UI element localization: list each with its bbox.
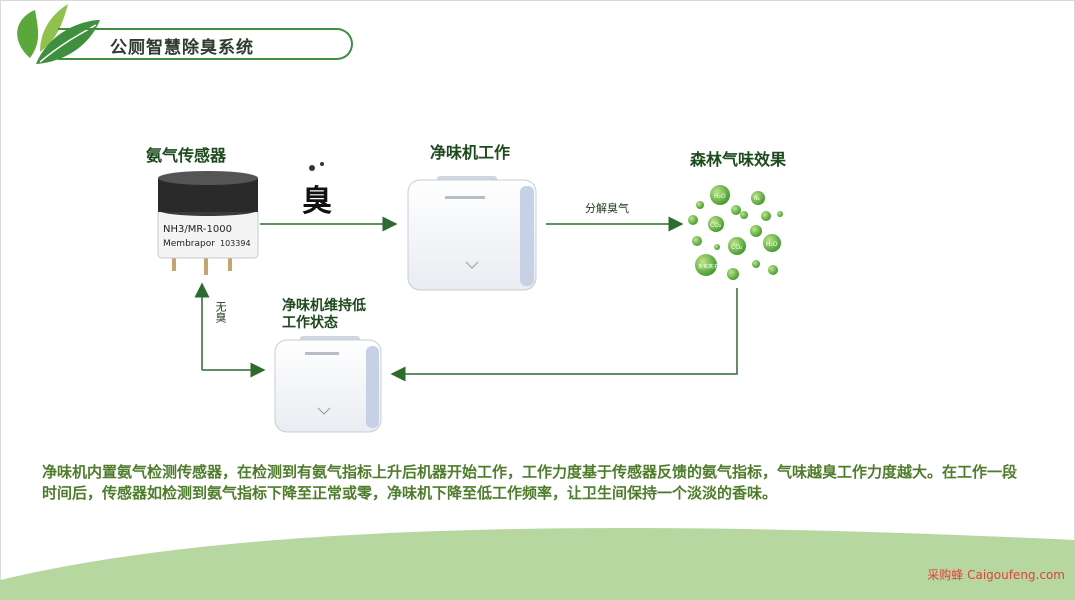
watermark: 采购蜂 Caigoufeng.com [927,568,1065,582]
purifier-low-label: 净味机维持低 工作状态 [282,298,366,332]
purifier-low-label-line2: 工作状态 [282,315,338,331]
page-title: 公厕智慧除臭系统 [110,38,254,58]
ammonia-sensor [157,171,259,275]
molecule-label: CO₂ [710,222,722,229]
molecule-label: H₂O [766,241,778,248]
sensor-model-text: NH3/MR-1000 [163,224,232,235]
title-pill [58,28,353,60]
forest-effect-label: 森林气味效果 [690,150,787,169]
molecule-cluster [688,185,783,280]
purifier-working-label: 净味机工作 [430,143,511,162]
molecule-label: N₂ [754,196,760,202]
purifier-device [407,176,537,291]
sensor-serial-text: 103394 [220,239,251,248]
sensor-label: 氨气传感器 [146,146,227,165]
odor-fly [309,165,315,171]
odor-glyph: 臭 [302,184,332,219]
purifier-low-label-line1: 净味机维持低 [282,298,366,314]
purifier-device [274,336,382,433]
bottom-wave [0,528,1075,600]
arrow-forest-to-low [390,288,738,382]
sensor-brand-text: Membrapor [163,239,215,249]
odor-fly [320,162,324,166]
molecule-label: CO₂ [731,244,743,251]
molecule-label: H₂O [714,193,726,200]
edge-label-odorless: 无臭 [214,301,227,323]
description-text: 净味机内置氨气检测传感器，在检测到有氨气指标上升后机器开始工作，工作力度基于传感… [42,463,1018,502]
edge-label-decompose: 分解臭气 [585,202,629,215]
molecule-label: 负氧离子 [698,263,718,270]
